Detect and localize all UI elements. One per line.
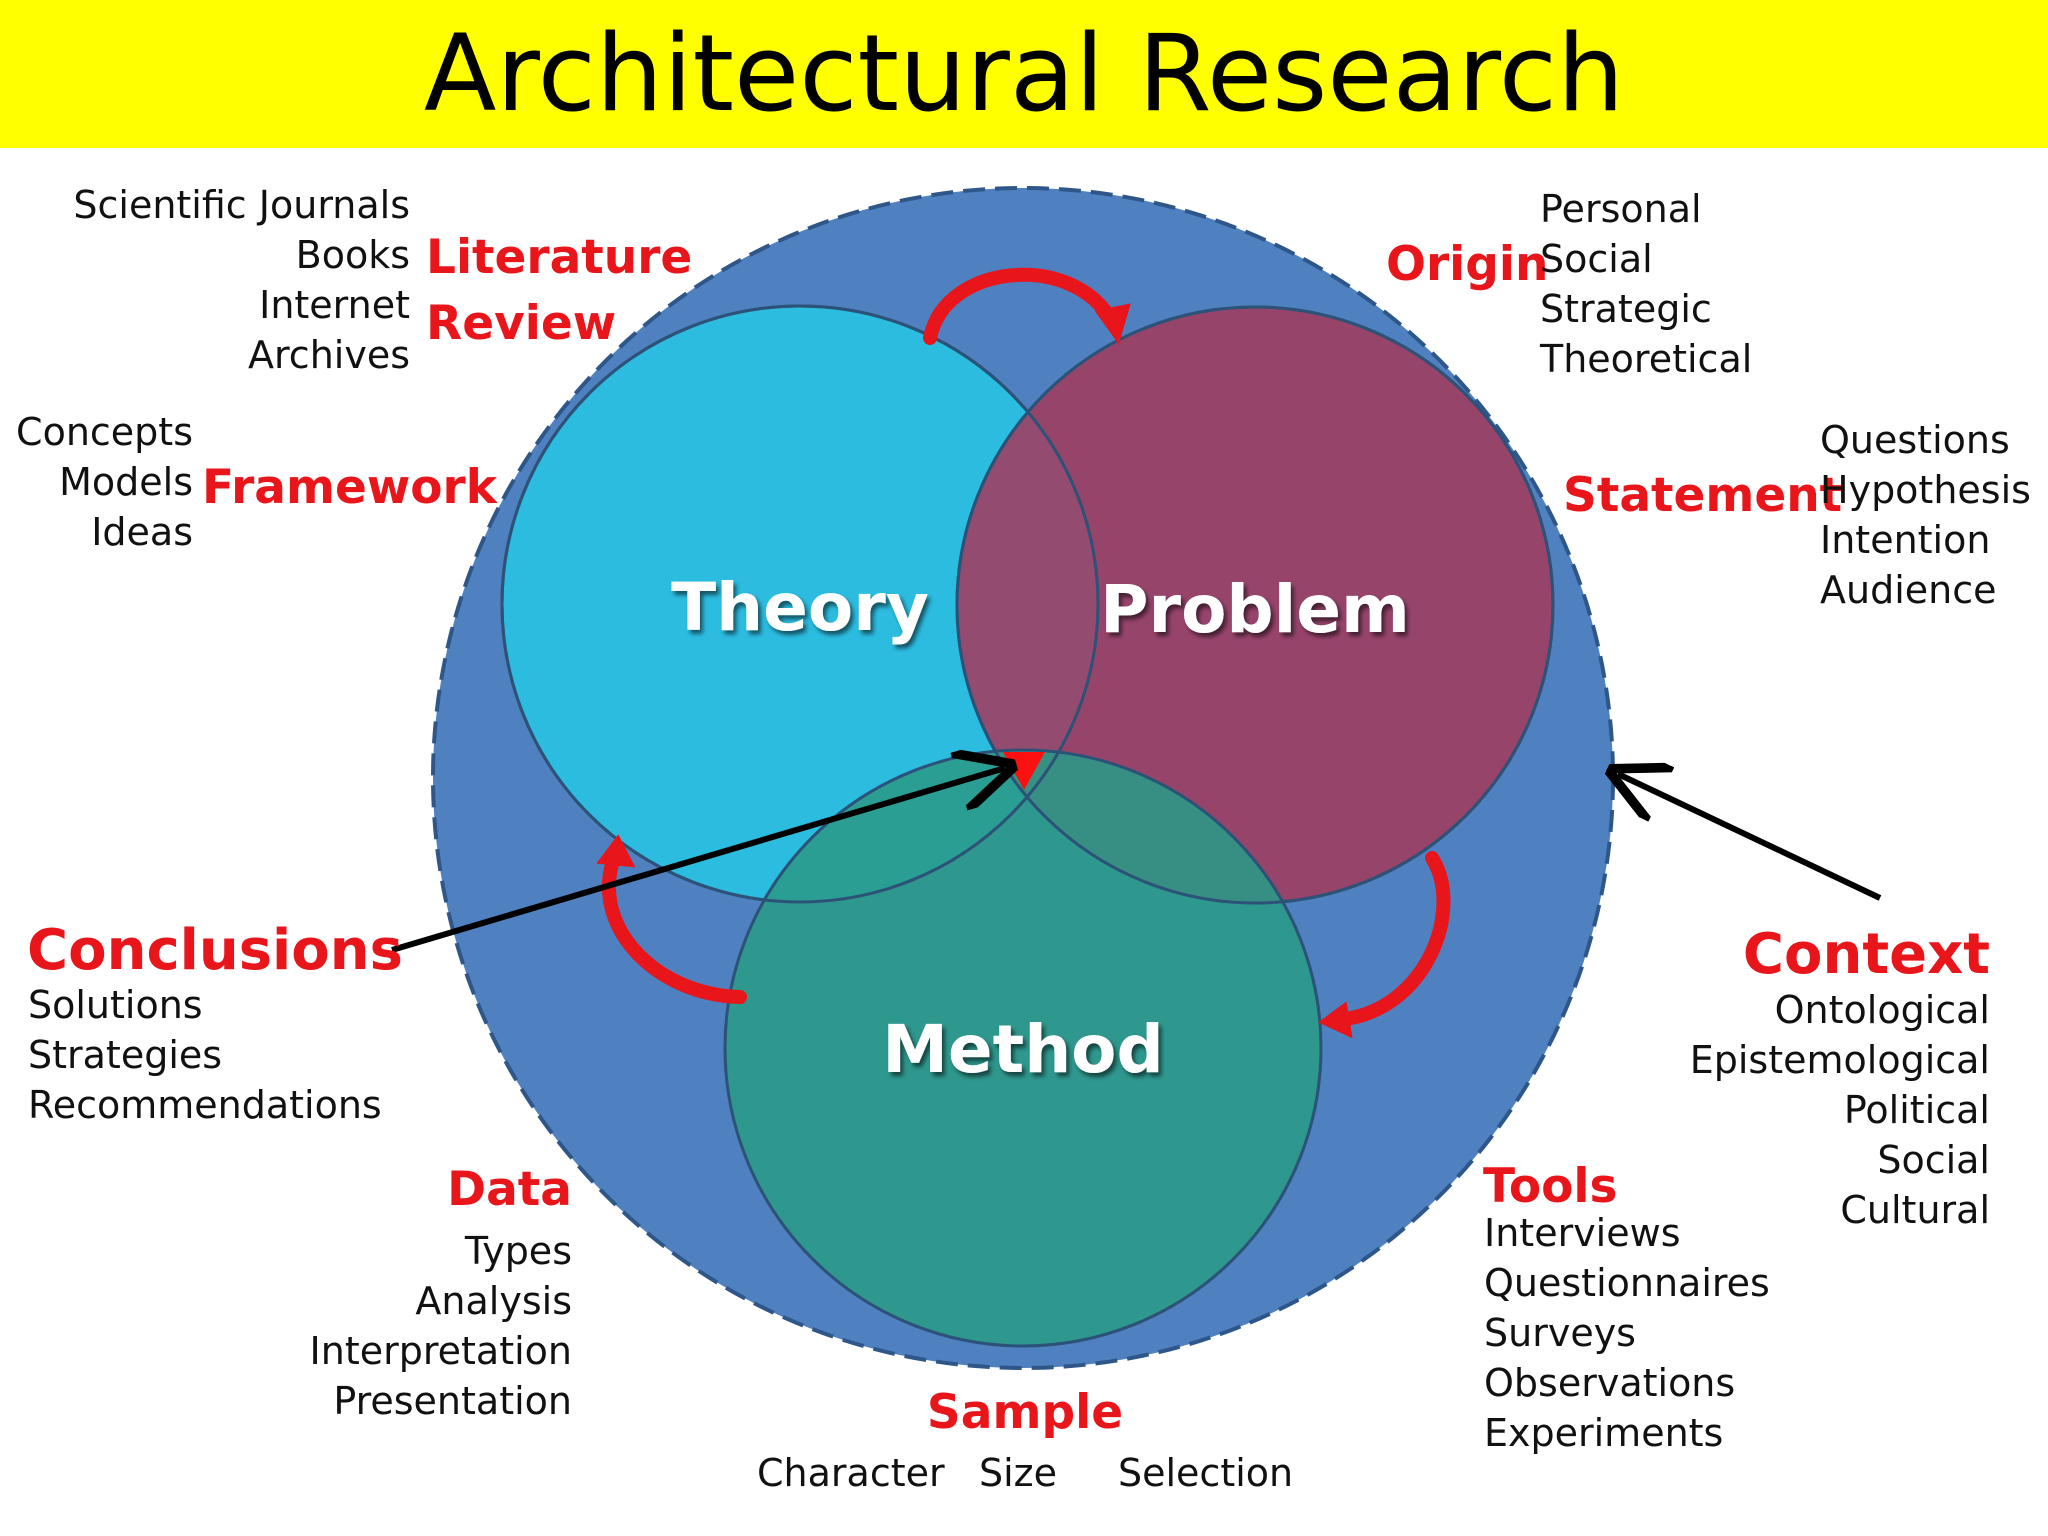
list-item: Audience [1820, 568, 1997, 612]
list-item: Scientific Journals [73, 183, 410, 227]
problem-label: Problem [1100, 571, 1410, 648]
sample-item-size: Size [979, 1451, 1058, 1495]
context-heading: Context [1742, 922, 1990, 987]
list-item: Analysis [415, 1279, 572, 1323]
list-item: Models [59, 460, 193, 504]
data-list: Types Analysis Interpretation Presentati… [270, 1226, 572, 1426]
list-item: Observations [1484, 1361, 1736, 1405]
cycle-arrows [596, 267, 1451, 1039]
list-item: Strategic [1540, 287, 1712, 331]
origin-list: Personal Social Strategic Theoretical [1540, 184, 1752, 384]
statement-list: Questions Hypothesis Intention Audience [1820, 415, 2031, 615]
review-heading: Review [426, 296, 617, 351]
list-item: Strategies [28, 1033, 223, 1077]
tools-heading: Tools [1483, 1159, 1618, 1214]
sample-heading: Sample [926, 1385, 1124, 1440]
list-item: Cultural [1840, 1188, 1990, 1232]
list-item: Social [1877, 1138, 1990, 1182]
sample-item-character: Character [757, 1451, 945, 1495]
list-item: Political [1843, 1088, 1990, 1132]
list-item: Epistemological [1689, 1038, 1990, 1082]
list-item: Solutions [28, 983, 203, 1027]
list-item: Questions [1820, 418, 2010, 462]
literature-heading: Literature [426, 230, 693, 285]
literature-review-list: Scientific Journals Books Internet Archi… [40, 180, 410, 380]
page-title: Architectural Research [423, 12, 1625, 135]
list-item: Interviews [1484, 1211, 1681, 1255]
list-item: Experiments [1484, 1411, 1724, 1455]
list-item: Surveys [1484, 1311, 1636, 1355]
list-item: Archives [248, 333, 410, 377]
framework-heading: Framework [202, 460, 497, 515]
theory-label: Theory [671, 569, 929, 646]
context-arrow [1618, 774, 1882, 901]
tools-list: Interviews Questionnaires Surveys Observ… [1484, 1208, 1770, 1458]
list-item: Interpretation [309, 1329, 572, 1373]
problem-outline [955, 305, 1555, 905]
conclusions-heading: Conclusions [27, 918, 403, 983]
conclusions-list: Solutions Strategies Recommendations [28, 980, 382, 1130]
list-item: Ontological [1774, 988, 1990, 1032]
list-item: Types [464, 1229, 572, 1273]
list-item: Recommendations [28, 1083, 382, 1127]
context-list: Ontological Epistemological Political So… [1620, 985, 1990, 1235]
statement-heading: Statement [1563, 468, 1843, 523]
title-banner [0, 0, 2048, 148]
framework-list: Concepts Models Ideas [10, 407, 193, 557]
list-item: Questionnaires [1484, 1261, 1770, 1305]
list-item: Presentation [333, 1379, 572, 1423]
list-item: Books [295, 233, 410, 277]
list-item: Internet [259, 283, 410, 327]
method-label: Method [882, 1011, 1164, 1088]
theory-outline [500, 304, 1100, 904]
list-item: Hypothesis [1820, 468, 2031, 512]
sample-item-selection: Selection [1118, 1451, 1294, 1495]
list-item: Ideas [91, 510, 193, 554]
list-item: Social [1540, 237, 1653, 281]
conclusions-arrow [391, 768, 1005, 953]
data-heading: Data [447, 1162, 572, 1217]
origin-heading: Origin [1386, 237, 1549, 292]
list-item: Theoretical [1540, 337, 1753, 381]
list-item: Intention [1820, 518, 1991, 562]
list-item: Personal [1540, 187, 1702, 231]
list-item: Concepts [16, 410, 193, 454]
